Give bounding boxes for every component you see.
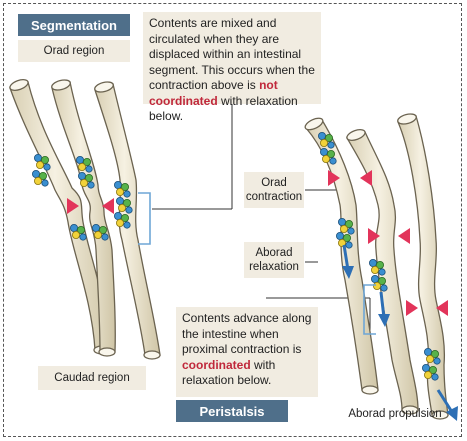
emphasis-text: not coordinated: [149, 78, 278, 108]
peristalsis-tube-2: [346, 129, 419, 415]
orad-region-label: Orad region: [18, 40, 130, 62]
segmentation-tube-3: [94, 81, 161, 360]
contraction-arrow-icon: [436, 300, 448, 316]
flow-arrow-icon: [378, 291, 390, 327]
peristalsis-title: Peristalsis: [176, 400, 288, 422]
segmentation-title: Segmentation: [18, 14, 130, 36]
peristalsis-tube-3: [397, 113, 449, 420]
peristalsis-tube-1: [304, 117, 379, 395]
contraction-arrow-icon: [398, 228, 410, 244]
segment-bracket: [138, 192, 151, 245]
contraction-arrow-icon: [368, 228, 380, 244]
contraction-arrow-icon: [406, 300, 418, 316]
caudad-region-label: Caudad region: [38, 366, 146, 390]
segmentation-tube-2: [51, 79, 116, 357]
contraction-arrow-icon: [102, 198, 114, 214]
aborad-relaxation-label: Aborad relaxation: [244, 242, 304, 278]
peristalsis-description: Contents advance along the intestine whe…: [176, 307, 318, 397]
contraction-arrow-icon: [67, 198, 79, 214]
segmentation-description: Contents are mixed and circulated when t…: [143, 12, 321, 123]
emphasis-text: coordinated: [182, 357, 251, 372]
contraction-arrow-icon: [360, 170, 372, 186]
aborad-propulsion-label: Aborad propulsion: [348, 408, 442, 420]
contraction-arrow-icon: [328, 170, 340, 186]
flow-arrow-icon: [342, 244, 354, 279]
orad-contraction-label: Orad contraction: [244, 172, 304, 208]
flow-arrow-icon: [436, 389, 458, 421]
segment-bracket: [363, 284, 376, 335]
diagram-frame: [3, 3, 462, 437]
